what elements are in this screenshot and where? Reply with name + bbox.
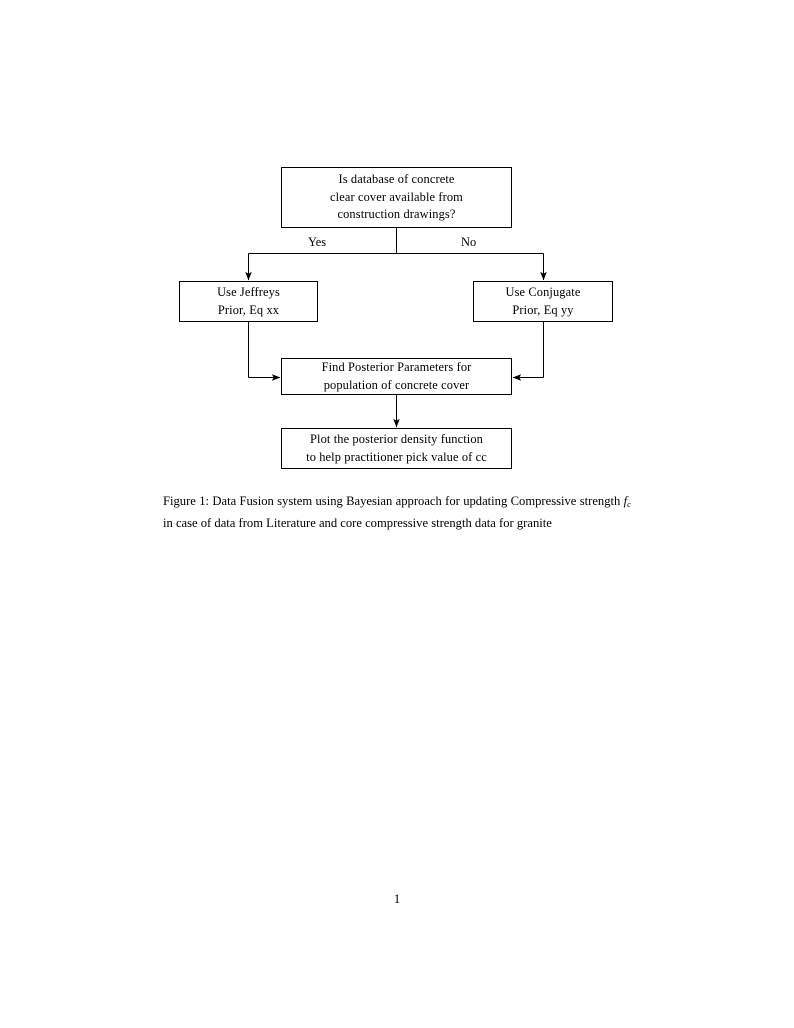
decision-line-3: construction drawings? bbox=[337, 207, 456, 222]
posterior-line-1: Find Posterior Parameters for bbox=[321, 360, 472, 374]
flowchart-node-find-posterior: Find Posterior Parameters for population… bbox=[281, 358, 512, 395]
jeffreys-line-1: Use Jeffreys bbox=[217, 285, 280, 299]
flowchart-node-conjugate-prior: Use Conjugate Prior, Eq yy bbox=[473, 281, 613, 322]
plot-line-2: to help practitioner pick value of cc bbox=[306, 449, 487, 464]
conjugate-line-1: Use Conjugate bbox=[505, 285, 581, 299]
posterior-line-2: population of concrete cover bbox=[323, 377, 470, 392]
flowchart-node-decision: Is database of concrete clear cover avai… bbox=[281, 167, 512, 228]
decision-line-1: Is database of concrete bbox=[338, 172, 455, 187]
caption-math-symbol: f bbox=[623, 494, 628, 508]
conjugate-line-2: Prior, Eq yy bbox=[512, 302, 574, 317]
caption-text-before-math: Data Fusion system using Bayesian approa… bbox=[209, 494, 624, 508]
edge-label-yes: Yes bbox=[305, 235, 330, 249]
flowchart-node-jeffreys-prior: Use Jeffreys Prior, Eq xx bbox=[179, 281, 318, 322]
page-number: 1 bbox=[393, 892, 401, 906]
edge-label-no: No bbox=[458, 235, 480, 249]
flowchart-node-plot-density: Plot the posterior density function to h… bbox=[281, 428, 512, 469]
caption-text-after-math: in case of data from Literature and core… bbox=[163, 516, 552, 531]
jeffreys-line-2: Prior, Eq xx bbox=[217, 302, 280, 317]
figure-caption: Figure 1: Data Fusion system using Bayes… bbox=[163, 492, 631, 534]
caption-label: Figure 1: bbox=[163, 494, 210, 508]
figure-flowchart: Is database of concrete clear cover avai… bbox=[0, 0, 794, 500]
caption-math-subscript: c bbox=[627, 498, 631, 509]
plot-line-1: Plot the posterior density function bbox=[310, 432, 483, 446]
decision-line-2: clear cover available from bbox=[330, 189, 463, 204]
flowchart-connectors bbox=[245, 228, 547, 428]
